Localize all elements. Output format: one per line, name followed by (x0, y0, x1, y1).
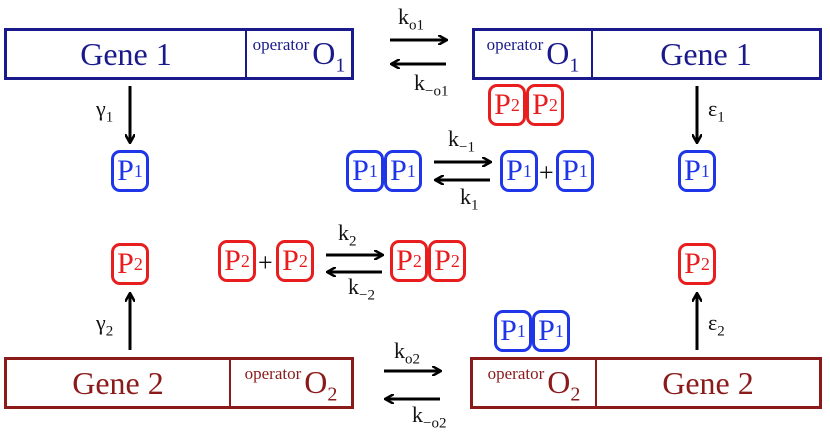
gene1-bound-box: operator O1 Gene 1 (472, 28, 822, 80)
rate-k-minus-1: k−1 (448, 126, 475, 156)
plus-sign: + (539, 158, 554, 187)
gene2-label: Gene 2 (595, 360, 819, 406)
plus-sign: + (258, 248, 273, 277)
rate-k-o1: ko1 (398, 4, 424, 34)
operator-o2-symbol: O2 (547, 363, 581, 405)
rate-k-minus-o1: k−o1 (414, 70, 449, 100)
operator-word: operator (487, 364, 545, 383)
rate-k-minus-2: k−2 (348, 274, 375, 304)
rate-k-o2: ko2 (394, 338, 420, 368)
operator-o1-symbol: O1 (312, 34, 346, 76)
rate-k-1: k1 (460, 184, 479, 214)
operator-o1-cell: operator O1 (475, 31, 591, 77)
operator-word: operator (486, 35, 544, 54)
rate-gamma1: γ1 (96, 96, 114, 126)
gene2-unbound-box: Gene 2 operator O2 (4, 357, 354, 409)
rate-epsilon1: ε1 (708, 96, 725, 126)
operator-o1-symbol: O1 (546, 34, 580, 76)
rate-epsilon2: ε2 (708, 310, 725, 340)
rate-gamma2: γ2 (96, 310, 114, 340)
operator-o2-cell: operator O2 (473, 360, 595, 406)
gene1-unbound-box: Gene 1 operator O1 (4, 28, 354, 80)
operator-o1-cell: operator O1 (245, 31, 351, 77)
gene1-label: Gene 1 (80, 35, 172, 72)
operator-o2-cell: operator O2 (229, 360, 351, 406)
rate-k-minus-o2: k−o2 (412, 402, 447, 432)
gene2-label: Gene 2 (72, 364, 164, 401)
operator-o2-symbol: O2 (304, 363, 338, 405)
gene1-label: Gene 1 (591, 31, 819, 77)
operator-word: operator (252, 35, 310, 54)
operator-word: operator (244, 364, 302, 383)
rate-k-2: k2 (338, 220, 357, 250)
gene2-bound-box: operator O2 Gene 2 (470, 357, 822, 409)
